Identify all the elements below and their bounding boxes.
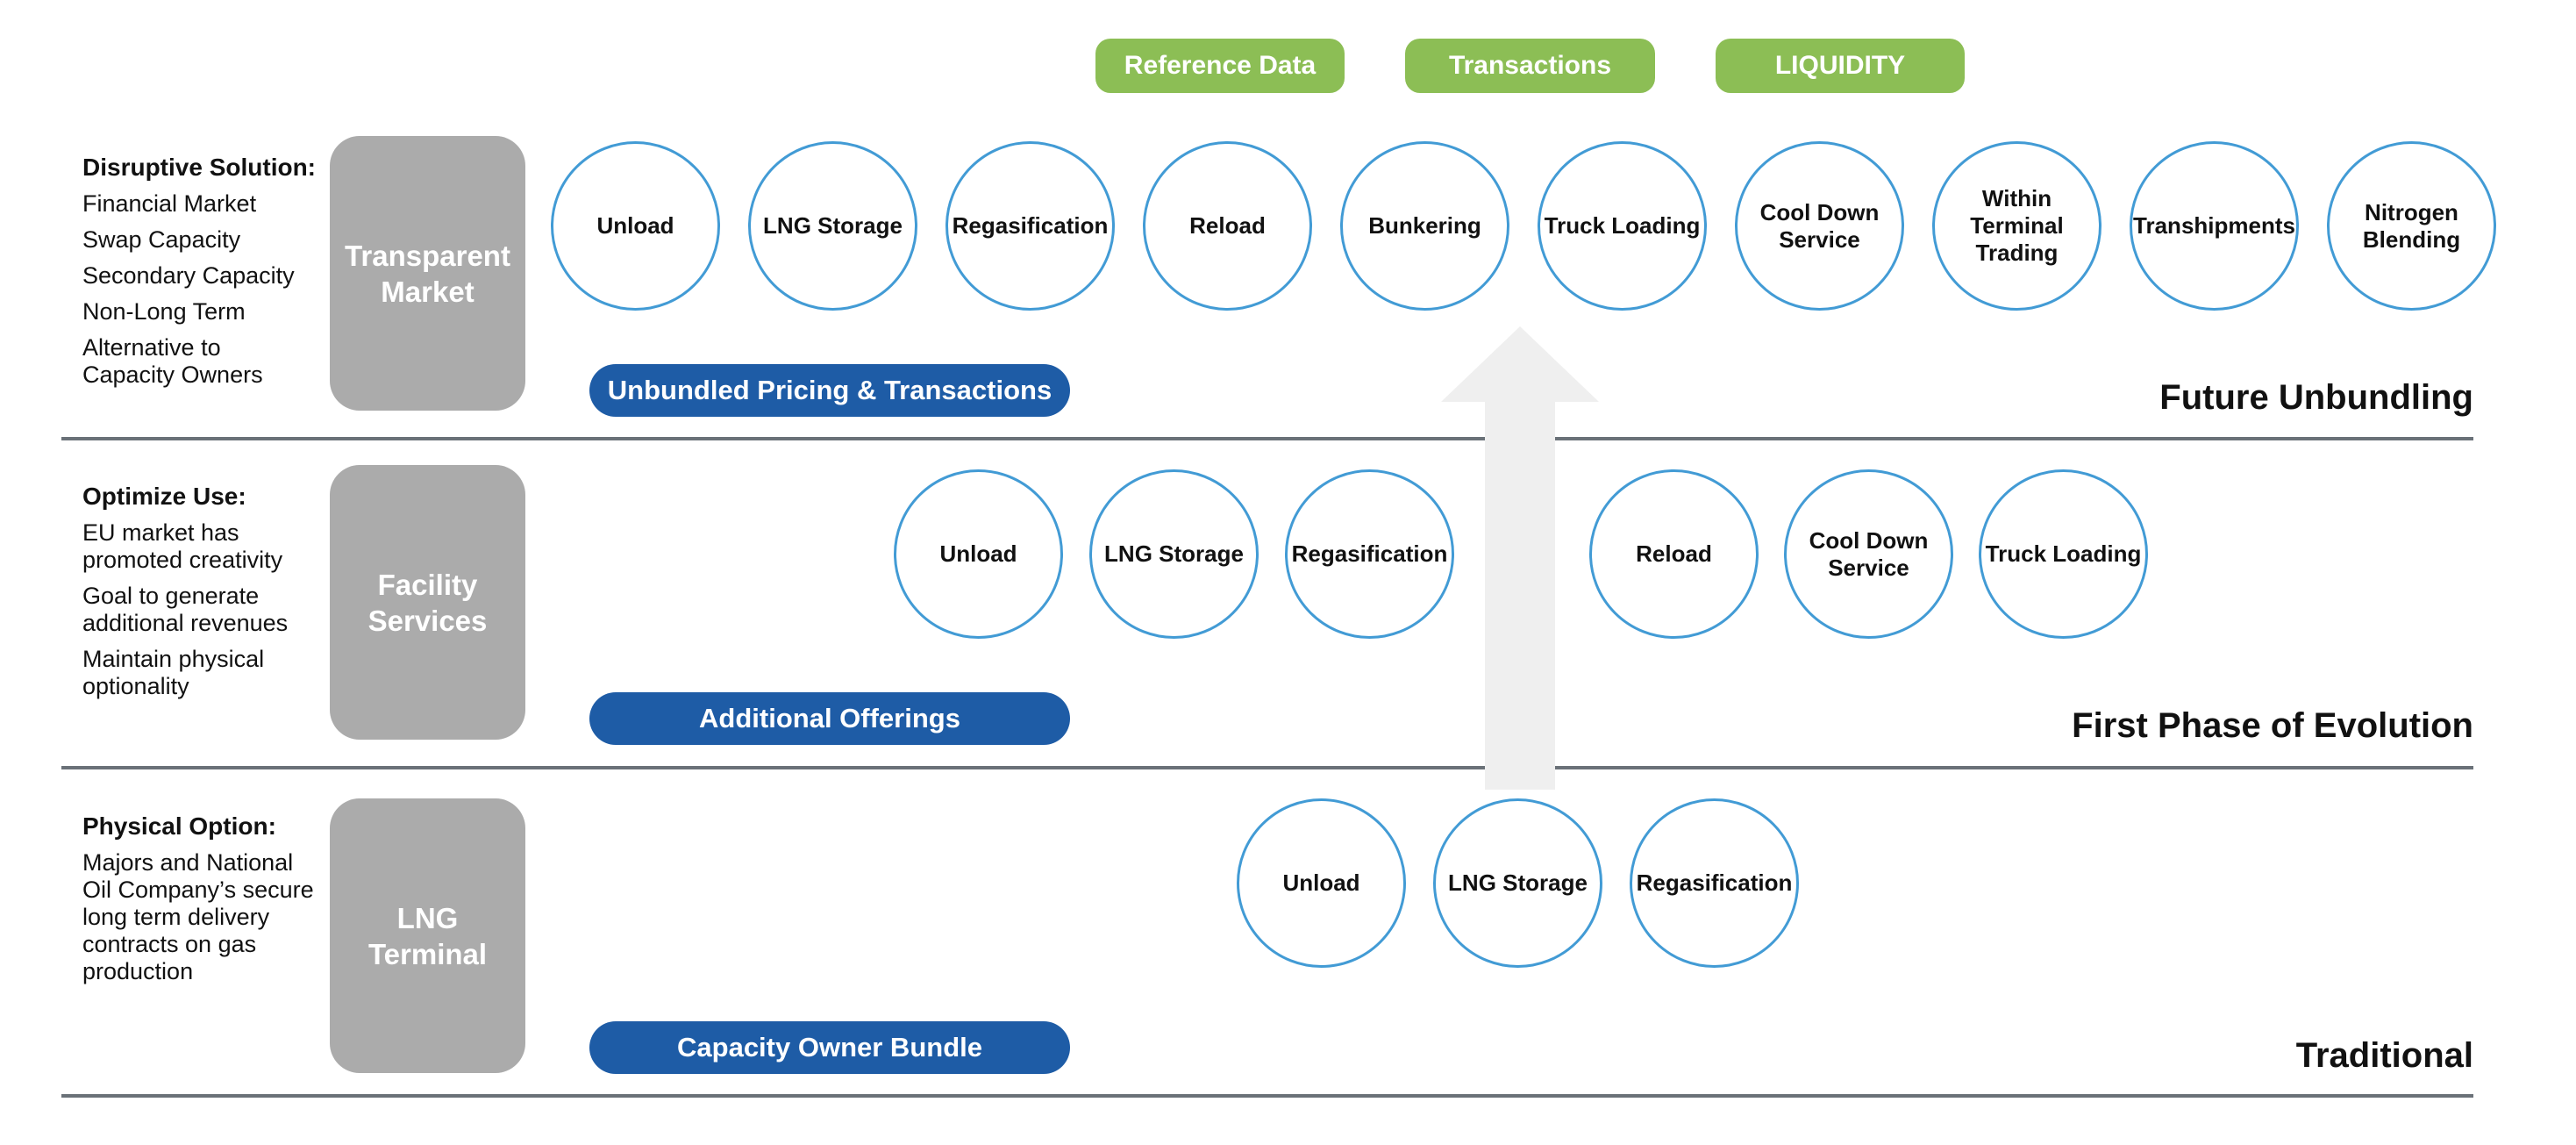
note-paragraph: Alternative to Capacity Owners [82, 334, 263, 388]
service-circle: Reload [1589, 469, 1759, 639]
note-paragraph: Secondary Capacity [82, 262, 295, 289]
service-circle: LNG Storage [1089, 469, 1259, 639]
note-paragraph: Majors and National Oil Company’s secure… [82, 849, 314, 984]
service-circle: Regasification [1285, 469, 1454, 639]
note-paragraph: Swap Capacity [82, 226, 241, 253]
service-circle: Regasification [1630, 798, 1799, 968]
section-divider [61, 1094, 2473, 1098]
bundle-pill-unbundled-pricing: Unbundled Pricing & Transactions [589, 364, 1070, 417]
note-heading: Physical Option: [82, 812, 276, 840]
section-divider [61, 437, 2473, 440]
service-circle: LNG Storage [1433, 798, 1602, 968]
legend-pill-reference-data: Reference Data [1095, 39, 1345, 93]
service-circle: LNG Storage [748, 141, 917, 311]
stage-box-transparent-market: Transparent Market [330, 136, 525, 411]
note-heading: Optimize Use: [82, 483, 246, 510]
note-paragraph: Maintain physical optionality [82, 646, 265, 699]
service-circle: Unload [1237, 798, 1406, 968]
note-heading: Disruptive Solution: [82, 154, 316, 181]
stage-box-facility-services: Facility Services [330, 465, 525, 740]
service-circle: Reload [1143, 141, 1312, 311]
service-circle: Transhipments [2130, 141, 2299, 311]
phase-label-first-phase: First Phase of Evolution [2072, 706, 2473, 745]
service-circle: Regasification [945, 141, 1115, 311]
note-disruptive-solution: Disruptive Solution: Financial Market Sw… [82, 153, 354, 389]
service-circle: Bunkering [1340, 141, 1509, 311]
service-circle: Unload [894, 469, 1063, 639]
phase-label-future-unbundling: Future Unbundling [2159, 378, 2473, 417]
section-divider [61, 766, 2473, 769]
service-circle: Truck Loading [1538, 141, 1707, 311]
stage-box-lng-terminal: LNG Terminal [330, 798, 525, 1073]
bundle-pill-capacity-owner-bundle: Capacity Owner Bundle [589, 1021, 1070, 1074]
service-circle: Cool Down Service [1735, 141, 1904, 311]
note-paragraph: Financial Market [82, 190, 257, 217]
phase-label-traditional: Traditional [2295, 1036, 2473, 1075]
service-circle: Cool Down Service [1784, 469, 1953, 639]
legend-pill-liquidity: LIQUIDITY [1716, 39, 1965, 93]
note-optimize-use: Optimize Use: EU market has promoted cre… [82, 482, 354, 700]
service-circle: Nitrogen Blending [2327, 141, 2496, 311]
note-paragraph: Goal to generate additional revenues [82, 583, 289, 636]
note-physical-option: Physical Option: Majors and National Oil… [82, 812, 354, 985]
service-circle: Unload [551, 141, 720, 311]
note-paragraph: EU market has promoted creativity [82, 519, 283, 573]
bundle-pill-additional-offerings: Additional Offerings [589, 692, 1070, 745]
service-circle: Truck Loading [1979, 469, 2148, 639]
legend-pill-transactions: Transactions [1405, 39, 1655, 93]
note-paragraph: Non-Long Term [82, 298, 246, 325]
service-circle: Within Terminal Trading [1932, 141, 2101, 311]
